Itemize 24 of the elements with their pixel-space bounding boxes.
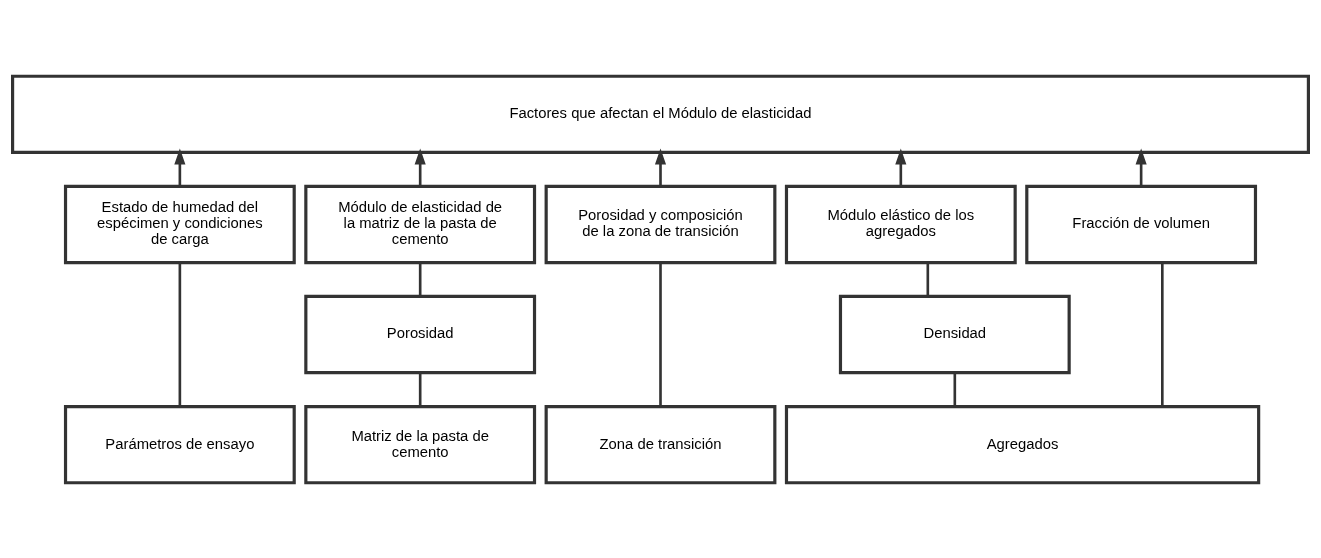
node-box: Módulo de elasticidad de la matriz de la pasta de cemento	[304, 184, 537, 264]
arrow	[654, 147, 667, 186]
node-box: Densidad	[838, 294, 1071, 374]
connector	[1161, 262, 1164, 406]
arrow	[895, 147, 907, 186]
arrow	[174, 147, 186, 186]
connector	[926, 262, 930, 296]
connector	[418, 372, 422, 406]
node-box: Matriz de la pasta de cemento	[304, 404, 537, 484]
node-box: Agregados	[784, 404, 1261, 484]
node-box: Porosidad y composición de la zona de transición	[544, 184, 777, 264]
node-box: Factores que afectan el Módulo de elasticidad	[11, 74, 1310, 154]
node-box: Porosidad	[304, 294, 537, 374]
connector	[178, 262, 182, 406]
arrow	[414, 147, 426, 186]
node-box: Estado de humedad del espécimen y condiciones de carga	[63, 184, 296, 264]
connector	[659, 262, 662, 406]
arrow	[1135, 147, 1147, 186]
node-box: Módulo elástico de los agregados	[784, 184, 1017, 264]
node-box: Fracción de volumen	[1025, 184, 1258, 264]
connector	[418, 262, 422, 296]
connector	[953, 372, 957, 406]
node-box: Parámetros de ensayo	[63, 404, 296, 484]
node-box: Zona de transición	[544, 404, 777, 484]
